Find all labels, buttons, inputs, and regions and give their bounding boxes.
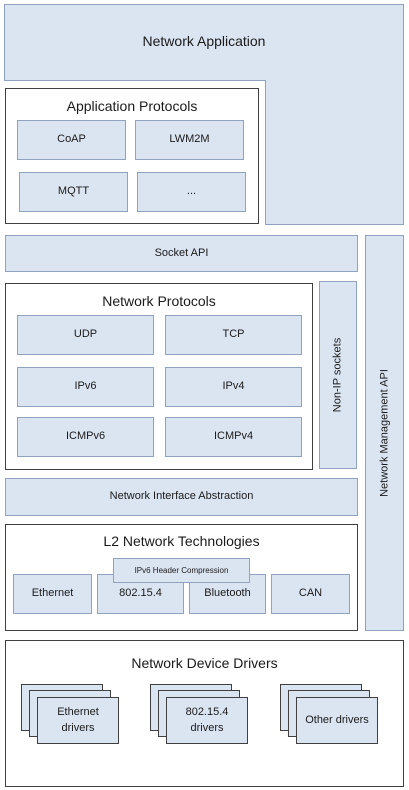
ipv6-header-compression: IPv6 Header Compression	[113, 558, 250, 583]
driver-802-15-4-line2: drivers	[190, 721, 224, 734]
network-management-api: Network Management API	[365, 235, 404, 631]
non-ip-sockets: Non-IP sockets	[319, 281, 357, 469]
driver-ethernet: Ethernet drivers	[37, 697, 119, 744]
protocol-tcp: TCP	[165, 315, 302, 355]
network-device-drivers-title: Network Device Drivers	[131, 655, 278, 671]
socket-api: Socket API	[5, 235, 358, 272]
protocol-coap: CoAP	[17, 120, 126, 160]
protocol-icmpv6: ICMPv6	[17, 417, 154, 457]
driver-stack-ethernet: Ethernet drivers	[21, 684, 119, 744]
protocol-more: ...	[137, 172, 246, 212]
driver-other: Other drivers	[296, 697, 378, 744]
network-application-title: Network Application	[142, 33, 266, 49]
driver-ethernet-line1: Ethernet	[57, 706, 99, 719]
driver-other-line1: Other drivers	[305, 713, 369, 726]
protocol-ipv6: IPv6	[17, 367, 154, 407]
driver-802-15-4-line1: 802.15.4	[185, 706, 229, 719]
protocol-lwm2m: LWM2M	[135, 120, 244, 160]
protocol-icmpv4: ICMPv4	[165, 417, 302, 457]
application-protocols-title: Application Protocols	[66, 98, 198, 114]
driver-stack-802-15-4: 802.15.4 drivers	[150, 684, 248, 744]
l2-ethernet: Ethernet	[13, 574, 92, 614]
protocol-mqtt: MQTT	[19, 172, 128, 212]
l2-can: CAN	[271, 574, 350, 614]
driver-802-15-4: 802.15.4 drivers	[166, 697, 248, 744]
l2-network-technologies-title: L2 Network Technologies	[103, 533, 260, 549]
non-ip-sockets-label: Non-IP sockets	[331, 337, 344, 413]
network-protocols-title: Network Protocols	[102, 293, 216, 309]
network-management-api-label: Network Management API	[377, 369, 390, 497]
network-interface-abstraction: Network Interface Abstraction	[5, 478, 358, 516]
protocol-udp: UDP	[17, 315, 154, 355]
protocol-ipv4: IPv4	[165, 367, 302, 407]
driver-ethernet-line2: drivers	[61, 721, 95, 734]
driver-stack-other: Other drivers	[280, 684, 378, 744]
